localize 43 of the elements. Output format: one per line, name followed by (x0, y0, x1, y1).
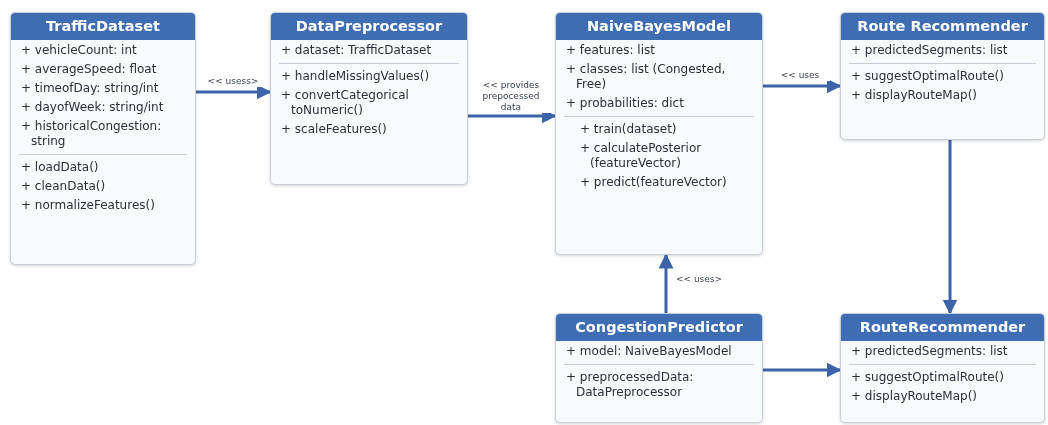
class-method: + handleMissingValues() (281, 69, 431, 84)
class-method: + train(dataset) (580, 122, 678, 137)
class-name: DataPreprocessor (271, 13, 467, 40)
class-attribute: + averageSpeed: float (21, 62, 158, 77)
class-method: + cleanData() (21, 179, 107, 194)
class-attribute: + dayofWeek: string/int (21, 100, 165, 115)
class-method: + suggestOptimalRoute() (851, 370, 1005, 385)
class-method: + displayRouteMap() (851, 389, 978, 404)
class-attribute: + probabilities: dict (566, 96, 685, 111)
class-method: + normalizeFeatures() (21, 198, 156, 213)
arrow (942, 140, 958, 315)
class-method: + scaleFeatures() (281, 122, 388, 137)
class-method: + displayRouteMap() (851, 88, 978, 103)
arrow (658, 253, 674, 313)
class-box (10, 12, 196, 265)
class-attribute: + historicalCongestion: string (21, 119, 163, 149)
class-method: + preprocessedData: DataPreprocessor (566, 370, 695, 400)
arrow (763, 78, 842, 94)
class-method: + convertCategorical toNumeric() (281, 88, 410, 118)
class-attribute: + features: list (566, 43, 656, 58)
class-box (270, 12, 468, 185)
class-box (555, 313, 763, 423)
class-method: + loadData() (21, 160, 100, 175)
class-box (840, 12, 1045, 140)
class-attribute: + classes: list (Congested, Free) (566, 62, 727, 92)
class-method: + suggestOptimalRoute() (851, 69, 1005, 84)
class-name: CongestionPredictor (556, 314, 762, 341)
class-name: TrafficDataset (11, 13, 195, 40)
class-attribute: + timeofDay: string/int (21, 81, 160, 96)
class-name: RouteRecommender (841, 314, 1044, 341)
class-box (840, 313, 1045, 423)
class-attribute: + predictedSegments: list (851, 344, 1009, 359)
arrow (196, 84, 272, 100)
class-name: NaiveBayesModel (556, 13, 762, 40)
class-attribute: + vehicleCount: int (21, 43, 138, 58)
class-box (555, 12, 763, 255)
class-method: + predict(featureVector) (580, 175, 728, 190)
class-attribute: + predictedSegments: list (851, 43, 1009, 58)
class-attribute: + dataset: TrafficDataset (281, 43, 433, 58)
class-name: Route Recommender (841, 13, 1044, 40)
arrow (763, 362, 842, 378)
class-attribute: + model: NaiveBayesModel (566, 344, 733, 359)
class-method: + calculatePosterior (featureVector) (580, 141, 703, 171)
